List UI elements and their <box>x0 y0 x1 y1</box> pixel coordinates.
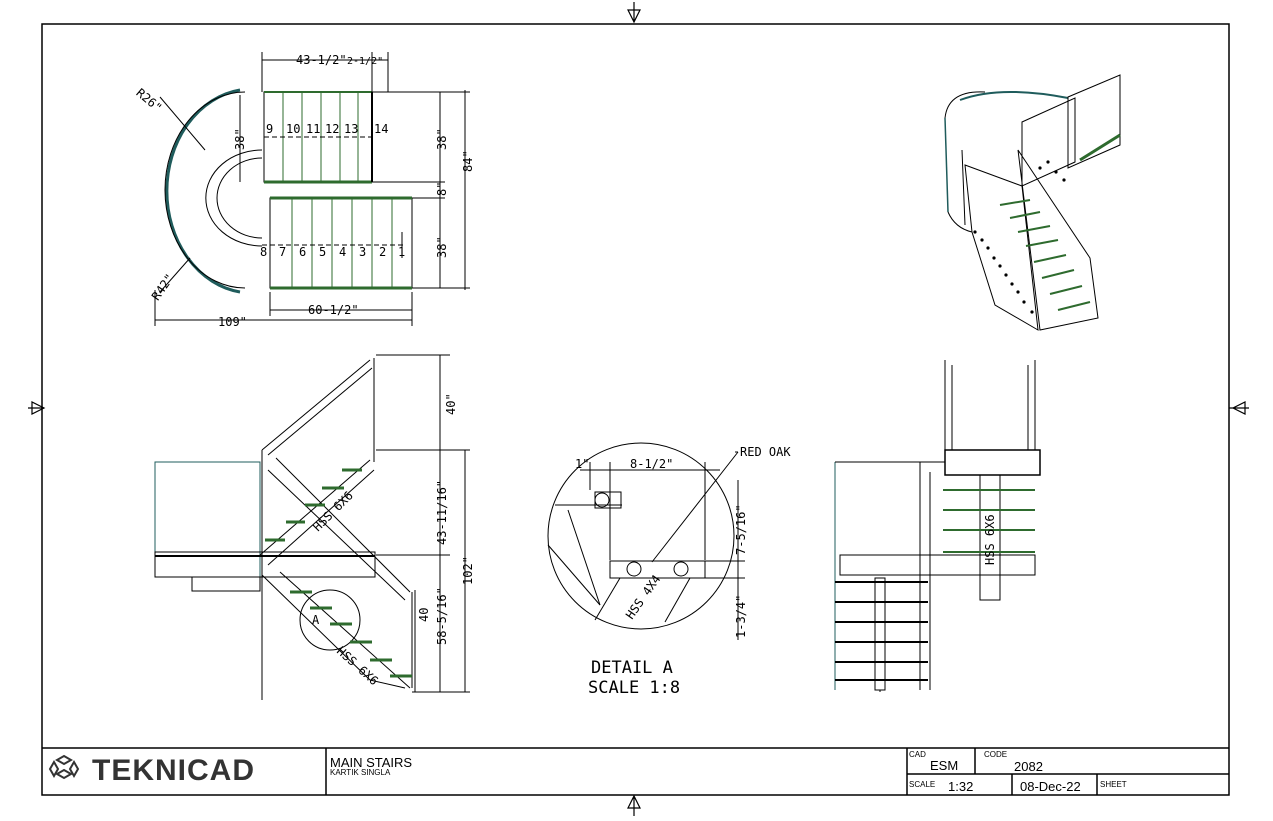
front-labels: HSS 6X6 <box>983 514 997 565</box>
isometric-view <box>944 74 1121 331</box>
cad-label: CAD <box>909 750 926 759</box>
title-block-frame <box>42 747 1229 795</box>
plan-dim-overall-width: 109" <box>218 315 247 329</box>
code-value: 2082 <box>1014 759 1043 774</box>
plan-tread-5: 5 <box>319 245 326 259</box>
detail-title: DETAIL A <box>591 658 673 678</box>
elev-dim-lower-rail: 40 <box>417 608 431 622</box>
elev-upper-stringer-label: HSS 6X6 <box>310 488 356 534</box>
scale-value: 1:32 <box>948 779 974 794</box>
scale-label: SCALE <box>909 780 936 789</box>
elev-detail-marker: A <box>312 613 320 627</box>
sheet-label: SHEET <box>1100 780 1127 789</box>
drawing-author: KARTIK SINGLA <box>330 768 391 777</box>
plan-dim-radius-inner: R26" <box>133 86 164 115</box>
plan-tread-6: 6 <box>299 245 306 259</box>
plan-dim-bottom-width: 60-1/2" <box>308 303 359 317</box>
elev-lower-stringer-label: HSS 6X6 <box>334 644 381 688</box>
elev-dim-rail-height: 40" <box>444 393 458 415</box>
plan-dim-right-lower: 38" <box>435 236 449 258</box>
plan-tread-3: 3 <box>359 245 366 259</box>
plan-tread-4: 4 <box>339 245 346 259</box>
detail-material-label: RED OAK <box>740 445 791 459</box>
elev-dim-lower-rise: 58-5/16" <box>435 587 449 645</box>
plan-tread-11: 11 <box>306 122 320 136</box>
center-markers <box>28 2 1249 816</box>
elevation-labels: 40" 43-11/16" 102" 40 58-5/16" HSS 6X6 H… <box>310 393 475 688</box>
plan-tread-14: 14 <box>374 122 388 136</box>
plan-dim-radius-outer: R42" <box>149 271 177 303</box>
plan-tread-1: 1 <box>398 245 405 259</box>
elev-dim-total-rise: 102" <box>461 556 475 585</box>
detail-a <box>547 442 745 640</box>
plan-dim-left-depth: 38" <box>233 128 247 150</box>
logo-icon <box>48 754 80 780</box>
side-elevation <box>154 354 470 700</box>
plan-tread-9: 9 <box>266 122 273 136</box>
front-stringer-label: HSS 6X6 <box>983 514 997 565</box>
plan-tread-2: 2 <box>379 245 386 259</box>
detail-labels: 1" 8-1/2" RED OAK 7-5/16" 1-3/4" HSS 4X4… <box>575 445 791 698</box>
plan-tread-12: 12 <box>325 122 339 136</box>
plan-view <box>154 52 470 326</box>
plan-dim-top-width: 43-1/2" <box>296 53 347 67</box>
code-label: CODE <box>984 750 1008 759</box>
elev-dim-upper-rise: 43-11/16" <box>435 480 449 545</box>
logo-text: TEKNICAD <box>92 754 255 787</box>
date-value: 08-Dec-22 <box>1020 779 1081 794</box>
detail-dim-tread-height: 7-5/16" <box>734 504 748 555</box>
plan-tread-8: 8 <box>260 245 267 259</box>
drawing-title: MAIN STAIRS <box>330 755 413 770</box>
detail-dim-tread-width: 8-1/2" <box>630 457 673 471</box>
detail-dim-bottom: 1-3/4" <box>734 595 748 638</box>
detail-scale: SCALE 1:8 <box>588 678 680 698</box>
plan-tread-13: 13 <box>344 122 358 136</box>
plan-tread-7: 7 <box>279 245 286 259</box>
front-view <box>834 360 1041 692</box>
detail-member-label: HSS 4X4 <box>623 572 663 621</box>
plan-dim-right-upper: 38" <box>435 128 449 150</box>
plan-dim-right-mid: 8" <box>435 182 449 196</box>
cad-value: ESM <box>930 758 959 773</box>
plan-dim-overall-height: 84" <box>461 150 475 172</box>
plan-dim-top-gap: 2-1/2" <box>347 56 383 67</box>
plan-tread-10: 10 <box>286 122 300 136</box>
detail-dim-offset: 1" <box>575 457 589 471</box>
